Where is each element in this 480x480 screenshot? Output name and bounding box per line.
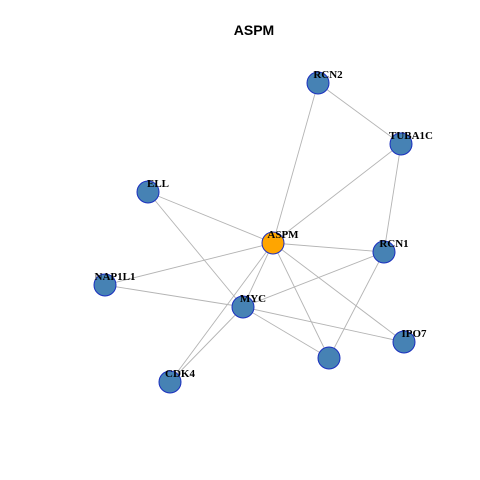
- edge-aspm-tuba1c: [272, 143, 402, 244]
- node-layer: [93, 71, 416, 394]
- edge-aspm-unlabeled: [272, 242, 330, 359]
- node-rcn1: [372, 240, 396, 264]
- edge-ell-myc: [147, 191, 244, 308]
- edge-myc-cdk4: [169, 306, 244, 383]
- node-label-rcn1: RCN1: [379, 238, 408, 250]
- edge-myc-unlabeled: [242, 306, 330, 359]
- node-myc: [231, 295, 255, 319]
- node-tuba1c: [389, 132, 413, 156]
- edge-aspm-myc: [242, 242, 274, 308]
- node-cdk4: [158, 370, 182, 394]
- node-ipo7: [392, 330, 416, 354]
- node-label-nap1l1: NAP1L1: [95, 271, 136, 283]
- edge-nap1l1-myc: [104, 284, 244, 308]
- node-label-tuba1c: TUBA1C: [389, 130, 433, 142]
- node-rcn2: [306, 71, 330, 95]
- node-label-rcn2: RCN2: [313, 69, 343, 81]
- node-ell: [136, 180, 160, 204]
- node-label-ell: ELL: [147, 178, 169, 190]
- node-label-ipo7: IPO7: [401, 328, 427, 340]
- diagram-title: ASPM: [234, 22, 274, 38]
- edge-aspm-ell: [147, 191, 274, 244]
- edge-layer: [104, 82, 405, 383]
- node-label-cdk4: CDK4: [165, 368, 195, 380]
- node-label-myc: MYC: [240, 293, 266, 305]
- node-unlabeled: [317, 346, 341, 370]
- edge-myc-rcn1: [242, 251, 385, 308]
- node-aspm: [261, 231, 285, 255]
- edge-aspm-rcn1: [272, 242, 385, 253]
- node-label-aspm: ASPM: [267, 229, 299, 241]
- edge-rcn1-unlabeled: [328, 251, 385, 359]
- edge-aspm-cdk4: [169, 242, 274, 383]
- edge-aspm-rcn2: [272, 82, 319, 244]
- edge-aspm-ipo7: [272, 242, 405, 343]
- edge-aspm-nap1l1: [104, 242, 274, 286]
- edge-tuba1c-rcn1: [383, 143, 402, 253]
- node-nap1l1: [93, 273, 117, 297]
- edge-myc-ipo7: [242, 306, 405, 343]
- edge-rcn2-tuba1c: [317, 82, 402, 145]
